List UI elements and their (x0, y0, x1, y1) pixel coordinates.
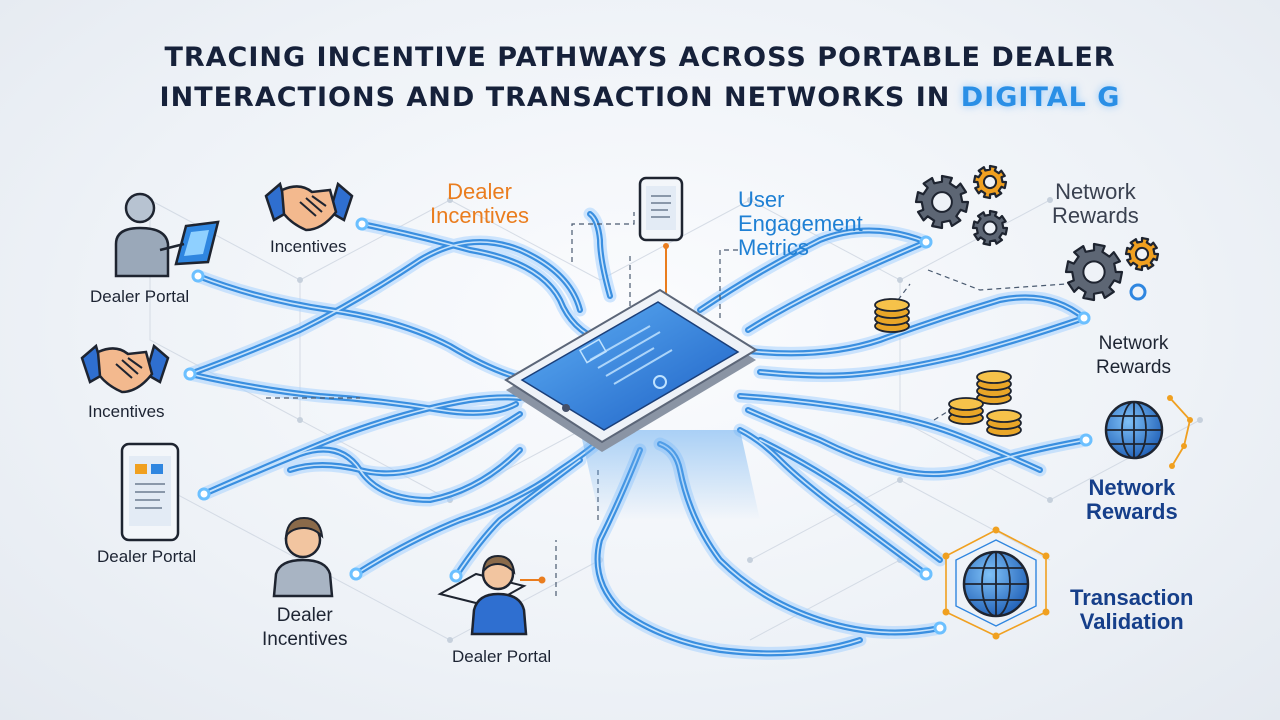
pathway-shine-4 (203, 396, 521, 495)
orange-connector-dot (663, 243, 669, 249)
gear-ring-mid (1129, 283, 1147, 301)
pathway-shine-0 (361, 223, 601, 341)
person-with-tablet-icon (114, 192, 220, 278)
label-dealer-incentives-bottom: Dealer Incentives (262, 605, 348, 650)
label-incentives-top: Incentives (270, 237, 347, 256)
title-line-1: TRACING INCENTIVE PATHWAYS ACROSS PORTAB… (164, 42, 1116, 73)
gear-small-mid-orange (1124, 236, 1160, 272)
coin-stack-icon-1 (874, 298, 910, 333)
label-dealer-incentives-top: Dealer Incentives (430, 179, 530, 228)
gear-small-top-gray (971, 209, 1009, 247)
pathway-shine-1 (197, 275, 521, 379)
pathway-shine-17 (739, 395, 1041, 471)
title-line-2-main: INTERACTIONS AND TRANSACTION NETWORKS IN (159, 82, 961, 113)
pathway-shine-2 (189, 241, 581, 375)
label-network-rewards-3: Network Rewards (1086, 475, 1178, 524)
pathway-shine-11 (739, 429, 927, 575)
handshake-icon-top (264, 181, 354, 232)
pathway-shine-7 (455, 459, 581, 577)
smartphone-icon-top (638, 176, 684, 242)
orange-connector-bottom-dot (538, 576, 546, 584)
pathway-shine-16 (589, 213, 611, 297)
person-with-card-icon (437, 554, 528, 636)
label-dealer-portal-left: Dealer Portal (97, 547, 197, 566)
gears-icon-top (914, 164, 1009, 247)
tablet-hub-icon (504, 288, 760, 520)
coin-stack-icon-2 (948, 370, 1022, 437)
pathway-shine-19 (759, 439, 941, 561)
label-incentives-left: Incentives (88, 402, 165, 421)
pathway-shine-10 (747, 409, 1087, 475)
label-network-rewards-1: Network Rewards (1052, 179, 1139, 228)
pathway-endpoints (183, 217, 1093, 635)
label-dealer-portal-top: Dealer Portal (90, 287, 190, 306)
label-transaction-validation: Transaction Validation (1070, 585, 1194, 634)
page-title: TRACING INCENTIVE PATHWAYS ACROSS PORTAB… (0, 38, 1280, 118)
coins2a-coin-3 (976, 370, 1012, 384)
gear-large-mid (1064, 242, 1124, 302)
pathway-shine-3 (189, 373, 517, 414)
smartphone-icon-left (120, 442, 180, 542)
handshake-icon-left (80, 343, 170, 394)
label-user-engagement-metrics: User Engagement Metrics (738, 187, 863, 260)
coins2c-coin-2 (986, 409, 1022, 423)
pathway-shine-15 (699, 229, 927, 311)
label-dealer-portal-bottom: Dealer Portal (452, 647, 552, 666)
title-highlight: DIGITAL G (960, 82, 1121, 113)
gear-large-top (914, 174, 970, 230)
title-line-2: INTERACTIONS AND TRANSACTION NETWORKS IN… (0, 78, 1280, 118)
label-network-rewards-2: Network Rewards (1096, 333, 1171, 378)
pathway-shine-8 (747, 241, 927, 331)
pathway-shine-9 (759, 317, 1085, 377)
person-icon-bottom-left (272, 516, 334, 598)
globe-network-icon-bottom (942, 526, 1050, 640)
coins1-coin-3 (874, 298, 910, 312)
coins2b-coin-2 (948, 397, 984, 411)
pathway-shine-14 (739, 296, 1085, 355)
gears-icon-mid (1064, 236, 1160, 302)
pathway-shine-18 (289, 413, 521, 475)
dashed-connectors (266, 212, 1067, 596)
gear-small-top-orange (972, 164, 1008, 200)
globe-network-icon-right (1104, 395, 1193, 469)
pathway-shine-6 (355, 439, 601, 575)
